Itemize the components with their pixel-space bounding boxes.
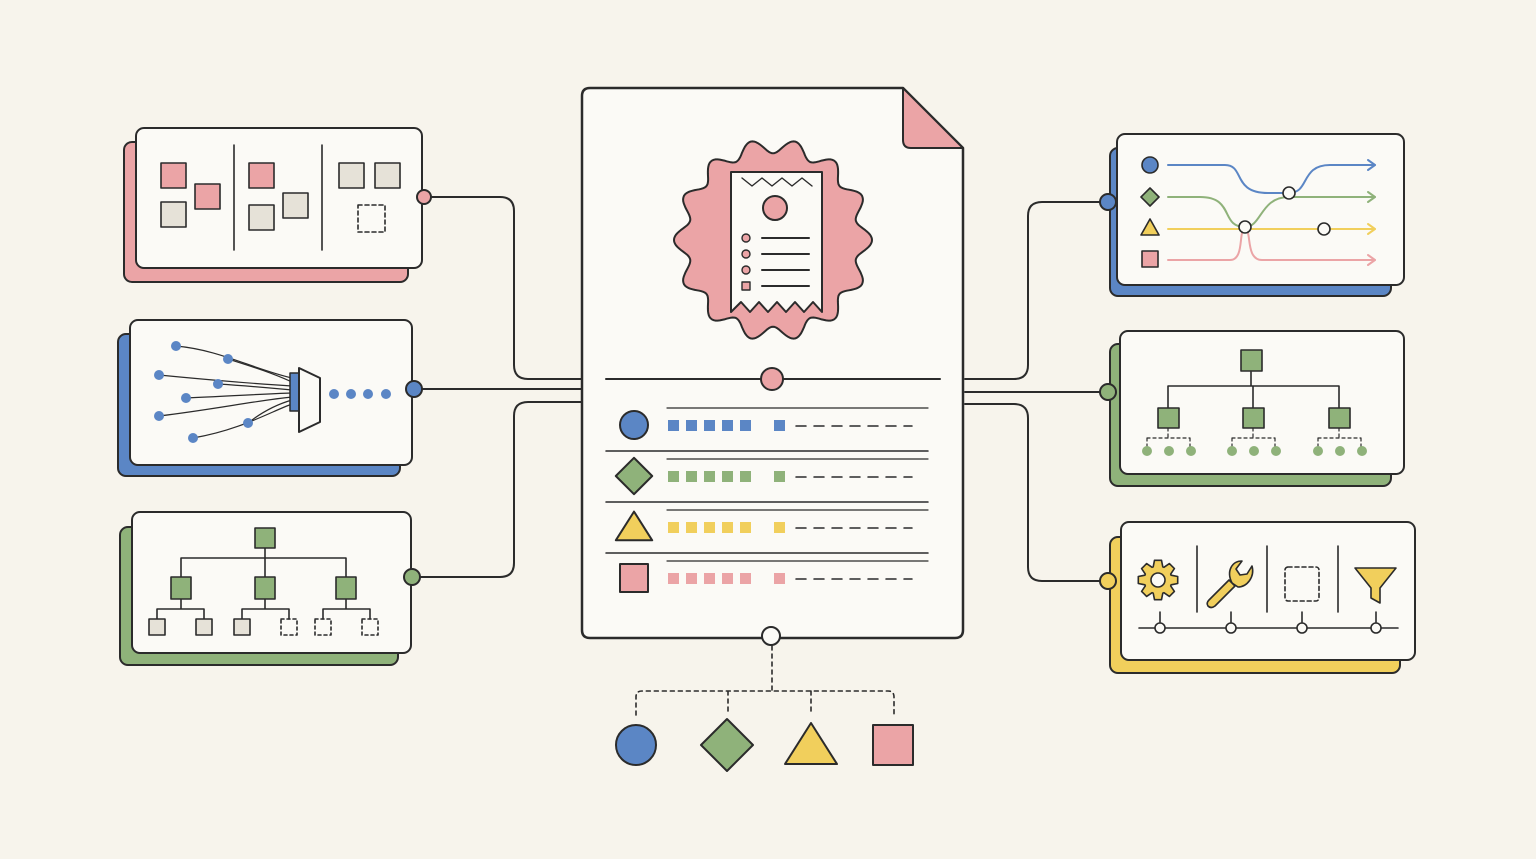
legend-circle-icon — [615, 724, 657, 766]
circle-icon — [619, 410, 649, 440]
row-block — [774, 522, 785, 533]
row-block — [722, 420, 733, 431]
row-block — [668, 522, 679, 533]
row-block — [774, 471, 785, 482]
kanban-board-icon — [160, 144, 401, 251]
row-block — [686, 573, 697, 584]
row-block — [722, 573, 733, 584]
row-block — [774, 420, 785, 431]
document-row — [605, 456, 929, 503]
row-block — [740, 573, 751, 584]
port-document-middle — [760, 367, 784, 391]
row-block — [722, 522, 733, 533]
port-document-bottom — [761, 626, 781, 646]
port-funnel — [405, 380, 423, 398]
legend-branches — [635, 690, 895, 716]
document-row — [619, 560, 929, 593]
port-kanban — [416, 189, 432, 205]
row-block — [704, 522, 715, 533]
data-funnel-icon — [154, 341, 391, 443]
panel-org-tree — [1099, 330, 1405, 487]
row-block — [668, 420, 679, 431]
connector-right-top — [964, 201, 1109, 380]
port-hierarchy — [403, 568, 421, 586]
panel-tools — [1099, 521, 1416, 674]
row-block — [774, 573, 785, 584]
triangle-icon — [614, 510, 654, 542]
port-flows — [1099, 193, 1117, 211]
document-row — [605, 407, 929, 452]
filter-funnel-icon — [1354, 567, 1397, 604]
shape-legend — [615, 690, 914, 772]
row-block — [668, 471, 679, 482]
port-org-tree — [1099, 383, 1117, 401]
row-block — [704, 573, 715, 584]
connector-right-bottom — [964, 403, 1109, 582]
legend-square-icon — [872, 724, 914, 766]
row-block — [704, 471, 715, 482]
row-block — [686, 420, 697, 431]
panel-hierarchy — [119, 511, 421, 666]
row-block — [740, 522, 751, 533]
square-icon — [619, 563, 649, 593]
port-tools — [1099, 572, 1117, 590]
legend-triangle-icon — [784, 722, 838, 765]
diamond-icon — [614, 456, 654, 496]
row-block — [704, 420, 715, 431]
hierarchy-tree-icon — [1142, 349, 1367, 456]
central-document — [580, 86, 965, 692]
row-block — [740, 471, 751, 482]
wrench-icon — [1206, 560, 1254, 609]
document-corner-fold — [902, 87, 964, 149]
connectors — [411, 196, 1109, 582]
gear-icon — [1137, 559, 1179, 601]
panel-flows — [1099, 133, 1405, 297]
row-block — [686, 471, 697, 482]
panel-kanban — [123, 127, 432, 283]
panel-flows-card — [1116, 133, 1405, 286]
row-block — [722, 471, 733, 482]
connector-left-top — [423, 196, 583, 380]
branching-flow-lines-icon — [1140, 156, 1376, 268]
panel-kanban-card — [135, 127, 423, 269]
document-row — [605, 509, 929, 554]
panel-tools-card — [1120, 521, 1416, 661]
row-block — [740, 420, 751, 431]
row-block — [668, 573, 679, 584]
panel-funnel — [117, 319, 423, 477]
dashed-square-icon — [1284, 566, 1320, 602]
connector-left-bottom — [411, 401, 583, 578]
document-rows — [605, 407, 929, 593]
legend-diamond-icon — [700, 718, 754, 772]
row-block — [686, 522, 697, 533]
receipt-seal-icon — [673, 140, 873, 340]
document-page — [580, 86, 965, 640]
hierarchy-tree-icon — [148, 527, 379, 636]
